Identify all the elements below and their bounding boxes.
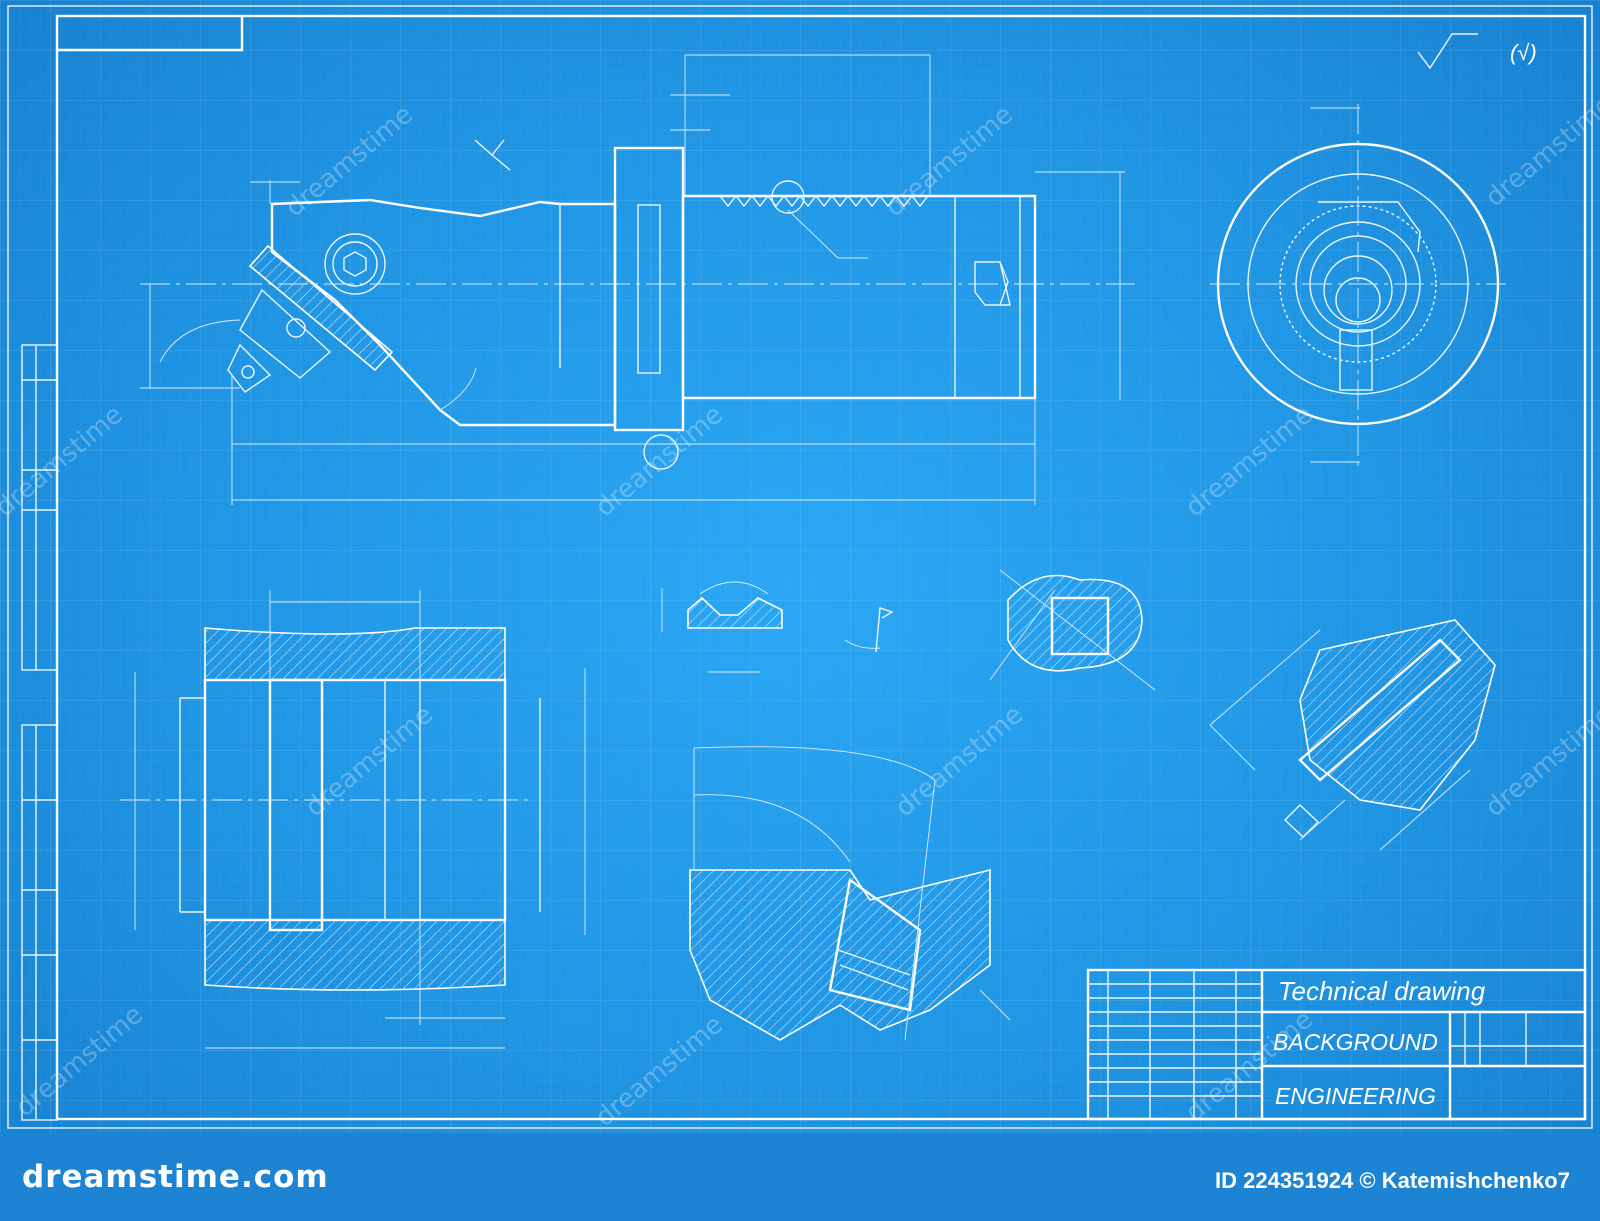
angled-head-section [689,746,1011,1041]
blueprint-drawing [0,0,1600,1133]
title-block-line1: BACKGROUND [1273,1029,1438,1055]
footer-image-id: ID 224351924 © Katemishchenko7 [1215,1168,1570,1193]
roughness-symbol [1417,33,1478,70]
title-block-frame [1086,968,1587,1121]
footer-bar: dreamstime.com ID 224351924 © Katemishch… [0,1133,1600,1221]
groove-detail [661,581,894,673]
angled-spindle-view [1209,619,1496,851]
sleeve-section-view [120,590,586,1049]
drawing-sheet: (√) Technical drawing BACKGROUND ENGINEE… [0,0,1600,1133]
roughness-label: (√) [1510,40,1537,65]
tool-end-view [1210,104,1506,470]
title-block-title: Technical drawing [1278,976,1486,1006]
tool-holder-side-view [140,54,1135,505]
shaft-cross-section [989,569,1156,691]
sheet-frame [7,5,1593,1129]
title-block-line2: ENGINEERING [1275,1083,1437,1109]
footer-brand[interactable]: dreamstime.com [22,1159,329,1195]
